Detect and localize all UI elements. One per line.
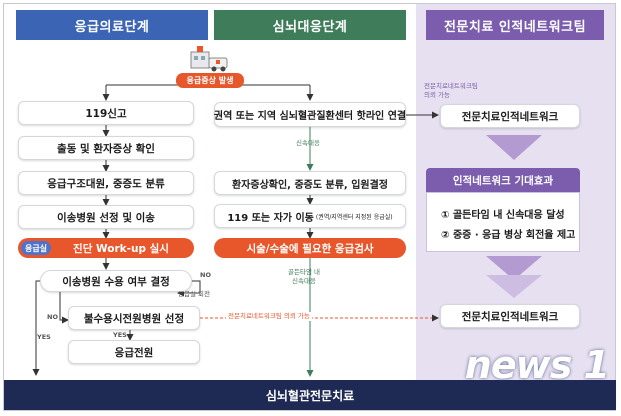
fast-response-note: 신속대응 xyxy=(296,139,320,147)
select-no-label: NO xyxy=(47,313,58,321)
network-box-top: 전문치료인적네트워크 xyxy=(440,104,580,128)
news1-watermark: news 1 xyxy=(464,343,610,387)
step-hospital-selection: 이송병원 선정 및 이송 xyxy=(18,205,194,229)
emergency-room-tag: 응급실 xyxy=(21,241,51,255)
effect-title: 인적네트워크 기대효과 xyxy=(426,168,580,192)
hospital-ambulance-icon xyxy=(189,44,231,72)
step-119-call: 119신고 xyxy=(18,101,194,125)
step-triage: 응급구조대원, 중증도 분류 xyxy=(18,171,194,195)
transfer-hospital-selection: 불수용시전원병원 선정 xyxy=(68,306,200,330)
self-transport: 119 또는 자가 이동 (권역/지역센터 지정된 응급실) xyxy=(214,204,406,228)
cardio-specialty-footer: 심뇌혈관전문치료 xyxy=(4,380,616,410)
decision-yes-label: YES xyxy=(37,333,51,341)
er-rotation-note: 응급실 회전 xyxy=(178,290,210,298)
effect-item-2: ② 중증 · 응급 병상 회전율 제고 xyxy=(441,230,576,241)
network-referral-note-top: 전문치료네트워크팀 의뢰 가능 xyxy=(424,82,478,99)
select-yes-label: YES xyxy=(113,331,127,339)
golden-time-note: 골든타임 내 신속대응 xyxy=(288,268,320,285)
effect-panel: ① 골든타임 내 신속대응 달성 ② 중증 · 응급 병상 회전율 제고 xyxy=(426,192,580,252)
hotline-connection: 권역 또는 지역 심뇌혈관질환센터 핫라인 연결 xyxy=(214,102,406,127)
decision-no-label: NO xyxy=(200,271,211,279)
self-transport-label: 119 또는 자가 이동 xyxy=(227,212,314,224)
step-dispatch-check: 출동 및 환자증상 확인 xyxy=(18,136,194,160)
emergency-transfer: 응급전원 xyxy=(68,340,200,364)
effect-item-1: ① 골든타임 내 신속대응 달성 xyxy=(441,210,565,221)
emergency-test-bar: 시술/수술에 필요한 응급검사 xyxy=(214,238,406,258)
network-referral-note-bottom: 전문치료네트워크팀 의뢰 가능 xyxy=(226,312,312,321)
network-box-bottom: 전문치료인적네트워크 xyxy=(440,304,580,328)
network-team-header: 전문치료 인적네트워크팀 xyxy=(426,10,604,40)
self-transport-note: (권역/지역센터 지정된 응급실) xyxy=(315,213,393,221)
acceptance-decision: 이송병원 수용 여부 결정 xyxy=(40,270,192,292)
emergency-stage-header: 응급의료단계 xyxy=(16,10,208,40)
stroke-stage-header: 심뇌대응단계 xyxy=(214,10,406,40)
diagnostic-workup-bar: 진단 Work-up 실시 xyxy=(18,238,194,258)
admission-decision: 환자증상확인, 중증도 분류, 입원결정 xyxy=(214,171,406,195)
symptom-onset-badge: 응급증상 발생 xyxy=(176,73,244,88)
